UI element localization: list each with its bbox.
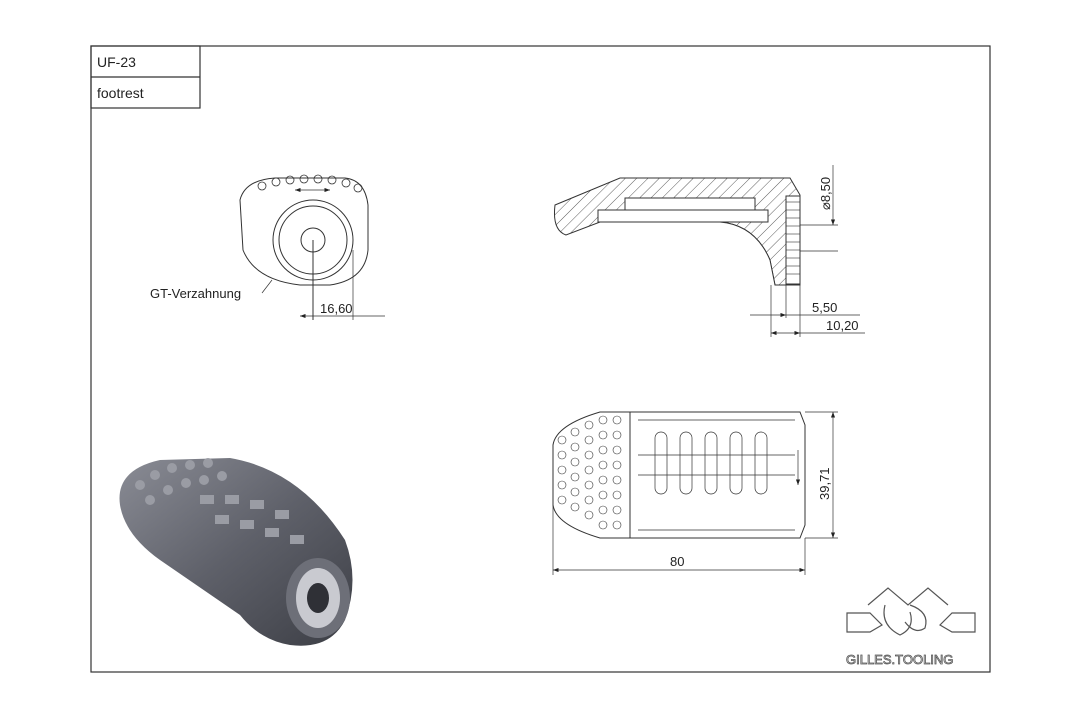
gilles-tooling-logo <box>846 587 976 636</box>
top-view <box>552 411 838 575</box>
dimension-diameter-8-50: ⌀8,50 <box>818 177 833 210</box>
gt-verzahnung-label: GT-Verzahnung <box>150 286 241 301</box>
dimension-16-60: 16,60 <box>320 301 353 316</box>
dimension-5-50: 5,50 <box>812 300 837 315</box>
dimension-80: 80 <box>670 554 684 569</box>
logo-text: GILLES.TOOLING <box>846 652 953 667</box>
title-block: UF-23 footrest <box>90 45 201 109</box>
part-number: UF-23 <box>97 54 136 70</box>
dimension-10-20: 10,20 <box>826 318 859 333</box>
front-view <box>239 174 385 320</box>
drawing-frame <box>90 45 991 673</box>
part-name: footrest <box>97 85 144 101</box>
section-view <box>554 165 865 337</box>
dimension-39-71: 39,71 <box>817 467 832 500</box>
footrest-3d-render <box>119 458 353 646</box>
